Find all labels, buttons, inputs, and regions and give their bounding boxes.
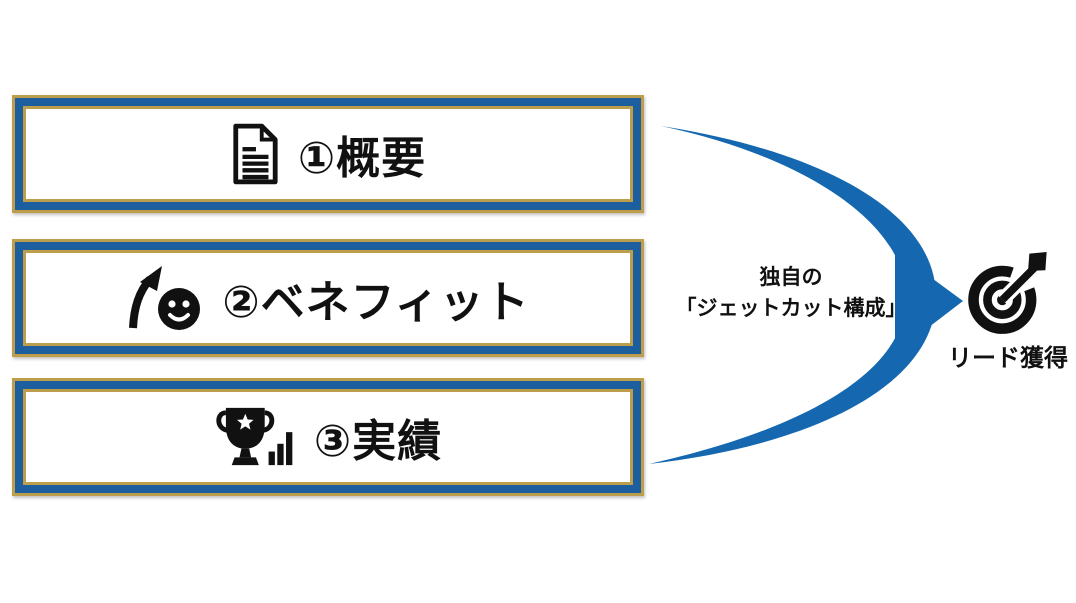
target-dart-icon: [962, 234, 1066, 349]
document-icon: [230, 123, 280, 185]
step-box-overview: ①概要: [12, 95, 644, 213]
arrow-caption-line2: 「ジェットカット構成」: [675, 297, 907, 321]
step-label-results: ③実績: [313, 417, 443, 466]
trophy-chart-icon: [214, 405, 296, 469]
step-box-benefit: ②ベネフィット: [12, 239, 644, 357]
step-box-results-inner: ③実績: [23, 389, 633, 485]
growth-smiley-icon: [126, 265, 204, 331]
step-label-benefit: ②ベネフィット: [222, 278, 530, 327]
result-label: リード獲得: [948, 345, 1068, 372]
arrow-caption-line1: 独自の: [759, 266, 823, 289]
step-label-overview: ①概要: [297, 134, 427, 183]
step-box-results: ③実績: [12, 378, 644, 496]
step-box-benefit-inner: ②ベネフィット: [23, 250, 633, 346]
step-box-overview-inner: ①概要: [23, 106, 633, 202]
arrow-caption: 独自の 「ジェットカット構成」: [655, 262, 927, 324]
